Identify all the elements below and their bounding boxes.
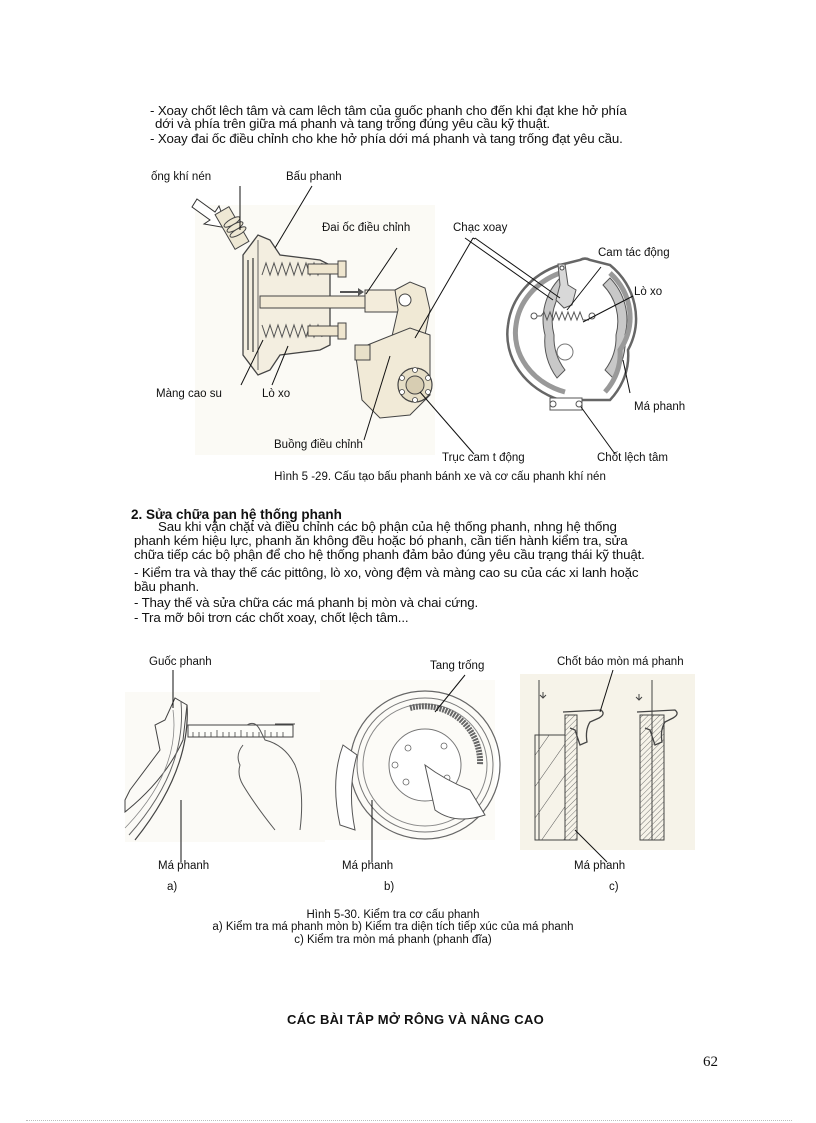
label-chac-xoay: Chạc xoay <box>453 222 508 234</box>
label-lo-xo-drum: Lò xo <box>634 286 663 298</box>
label-bau-phanh: Bấu phanh <box>286 171 342 183</box>
next-section-heading-clip: CÁC BÀI TẬP MỞ RỘNG VÀ NÂNG CAO <box>285 1010 585 1024</box>
page-bottom-dotted-border <box>26 1120 792 1121</box>
bullet-1-continued: bầu phanh. <box>134 579 200 594</box>
label-buong-dieu-chinh: Buồng điều chỉnh <box>274 439 363 451</box>
label-lo-xo-chamber: Lò xo <box>262 388 291 400</box>
sub-label-c: c) <box>609 881 619 893</box>
label-ma-phanh-c: Má phanh <box>574 860 626 872</box>
label-ma-phanh-a: Má phanh <box>158 860 210 872</box>
figure-5-30: Guốc phanh Tang trống Chốt báo mòn má ph… <box>124 650 725 950</box>
bullet-1: - Kiểm tra và thay thế các pittông, lò x… <box>134 565 639 580</box>
figure-5-29: ống khí nén Bấu phanh Đai ốc điều chỉnh … <box>140 160 740 490</box>
label-tang-trong: Tang trống <box>430 660 485 672</box>
brake-inspection-illustration <box>124 669 695 863</box>
page-number: 62 <box>703 1054 718 1070</box>
figure-5-29-caption: Hình 5 -29. Cấu tạo bấu phanh bánh xe và… <box>274 471 606 483</box>
label-guoc-phanh: Guốc phanh <box>149 656 212 668</box>
label-chot-bao-mon: Chốt báo mòn má phanh <box>557 656 684 668</box>
next-section-heading: CÁC BÀI TẬP MỞ RỘNG VÀ NÂNG CAO <box>287 1012 545 1024</box>
intro-step-1-line-1: - Xoay chốt lêch tâm và cam lêch tâm của… <box>150 103 627 118</box>
sub-label-a: a) <box>167 881 178 893</box>
section-2-paragraph-line-3: chữa tiếp các bộ phận để cho hệ thống ph… <box>134 547 645 562</box>
section-2-paragraph-line-2: phanh kém hiệu lực, phanh ăn không đều h… <box>134 533 628 548</box>
sub-label-b: b) <box>384 881 395 893</box>
label-cam-tac-dong: Cam tác động <box>598 247 670 259</box>
label-dai-oc-dieu-chinh: Đai ốc điều chỉnh <box>322 222 411 234</box>
label-ong-khi-nen: ống khí nén <box>151 171 212 183</box>
intro-step-2: - Xoay đai ốc điều chỉnh cho khe hở phía… <box>150 131 623 146</box>
bullet-3: - Tra mỡ bôi trơn các chốt xoay, chốt lệ… <box>134 610 409 625</box>
figure-5-30-caption-title: Hình 5-30. Kiểm tra cơ cấu phanh <box>306 909 480 921</box>
section-2-paragraph-line-1: Sau khi vặn chặt và điều chỉnh các bộ ph… <box>158 519 617 534</box>
label-truc-cam: Trục cam t động <box>442 452 525 464</box>
brake-chamber-illustration <box>191 185 638 455</box>
figure-5-30-caption-ab: a) Kiểm tra má phanh mòn b) Kiểm tra diệ… <box>212 921 574 933</box>
intro-step-1-line-2: dới và phía trên giữa má phanh và tang t… <box>155 116 550 131</box>
bullet-2: - Thay thế và sửa chữa các má phanh bị m… <box>134 595 479 610</box>
label-chot-lech-tam: Chốt lệch tâm <box>597 452 668 464</box>
label-ma-phanh: Má phanh <box>634 401 686 413</box>
label-mang-cao-su: Màng cao su <box>156 388 222 400</box>
label-ma-phanh-b: Má phanh <box>342 860 394 872</box>
section-2-heading: 2. Sửa chữa pan hệ thống phanh <box>131 507 342 522</box>
figure-5-30-caption-c: c) Kiểm tra mòn má phanh (phanh đĩa) <box>294 934 492 946</box>
